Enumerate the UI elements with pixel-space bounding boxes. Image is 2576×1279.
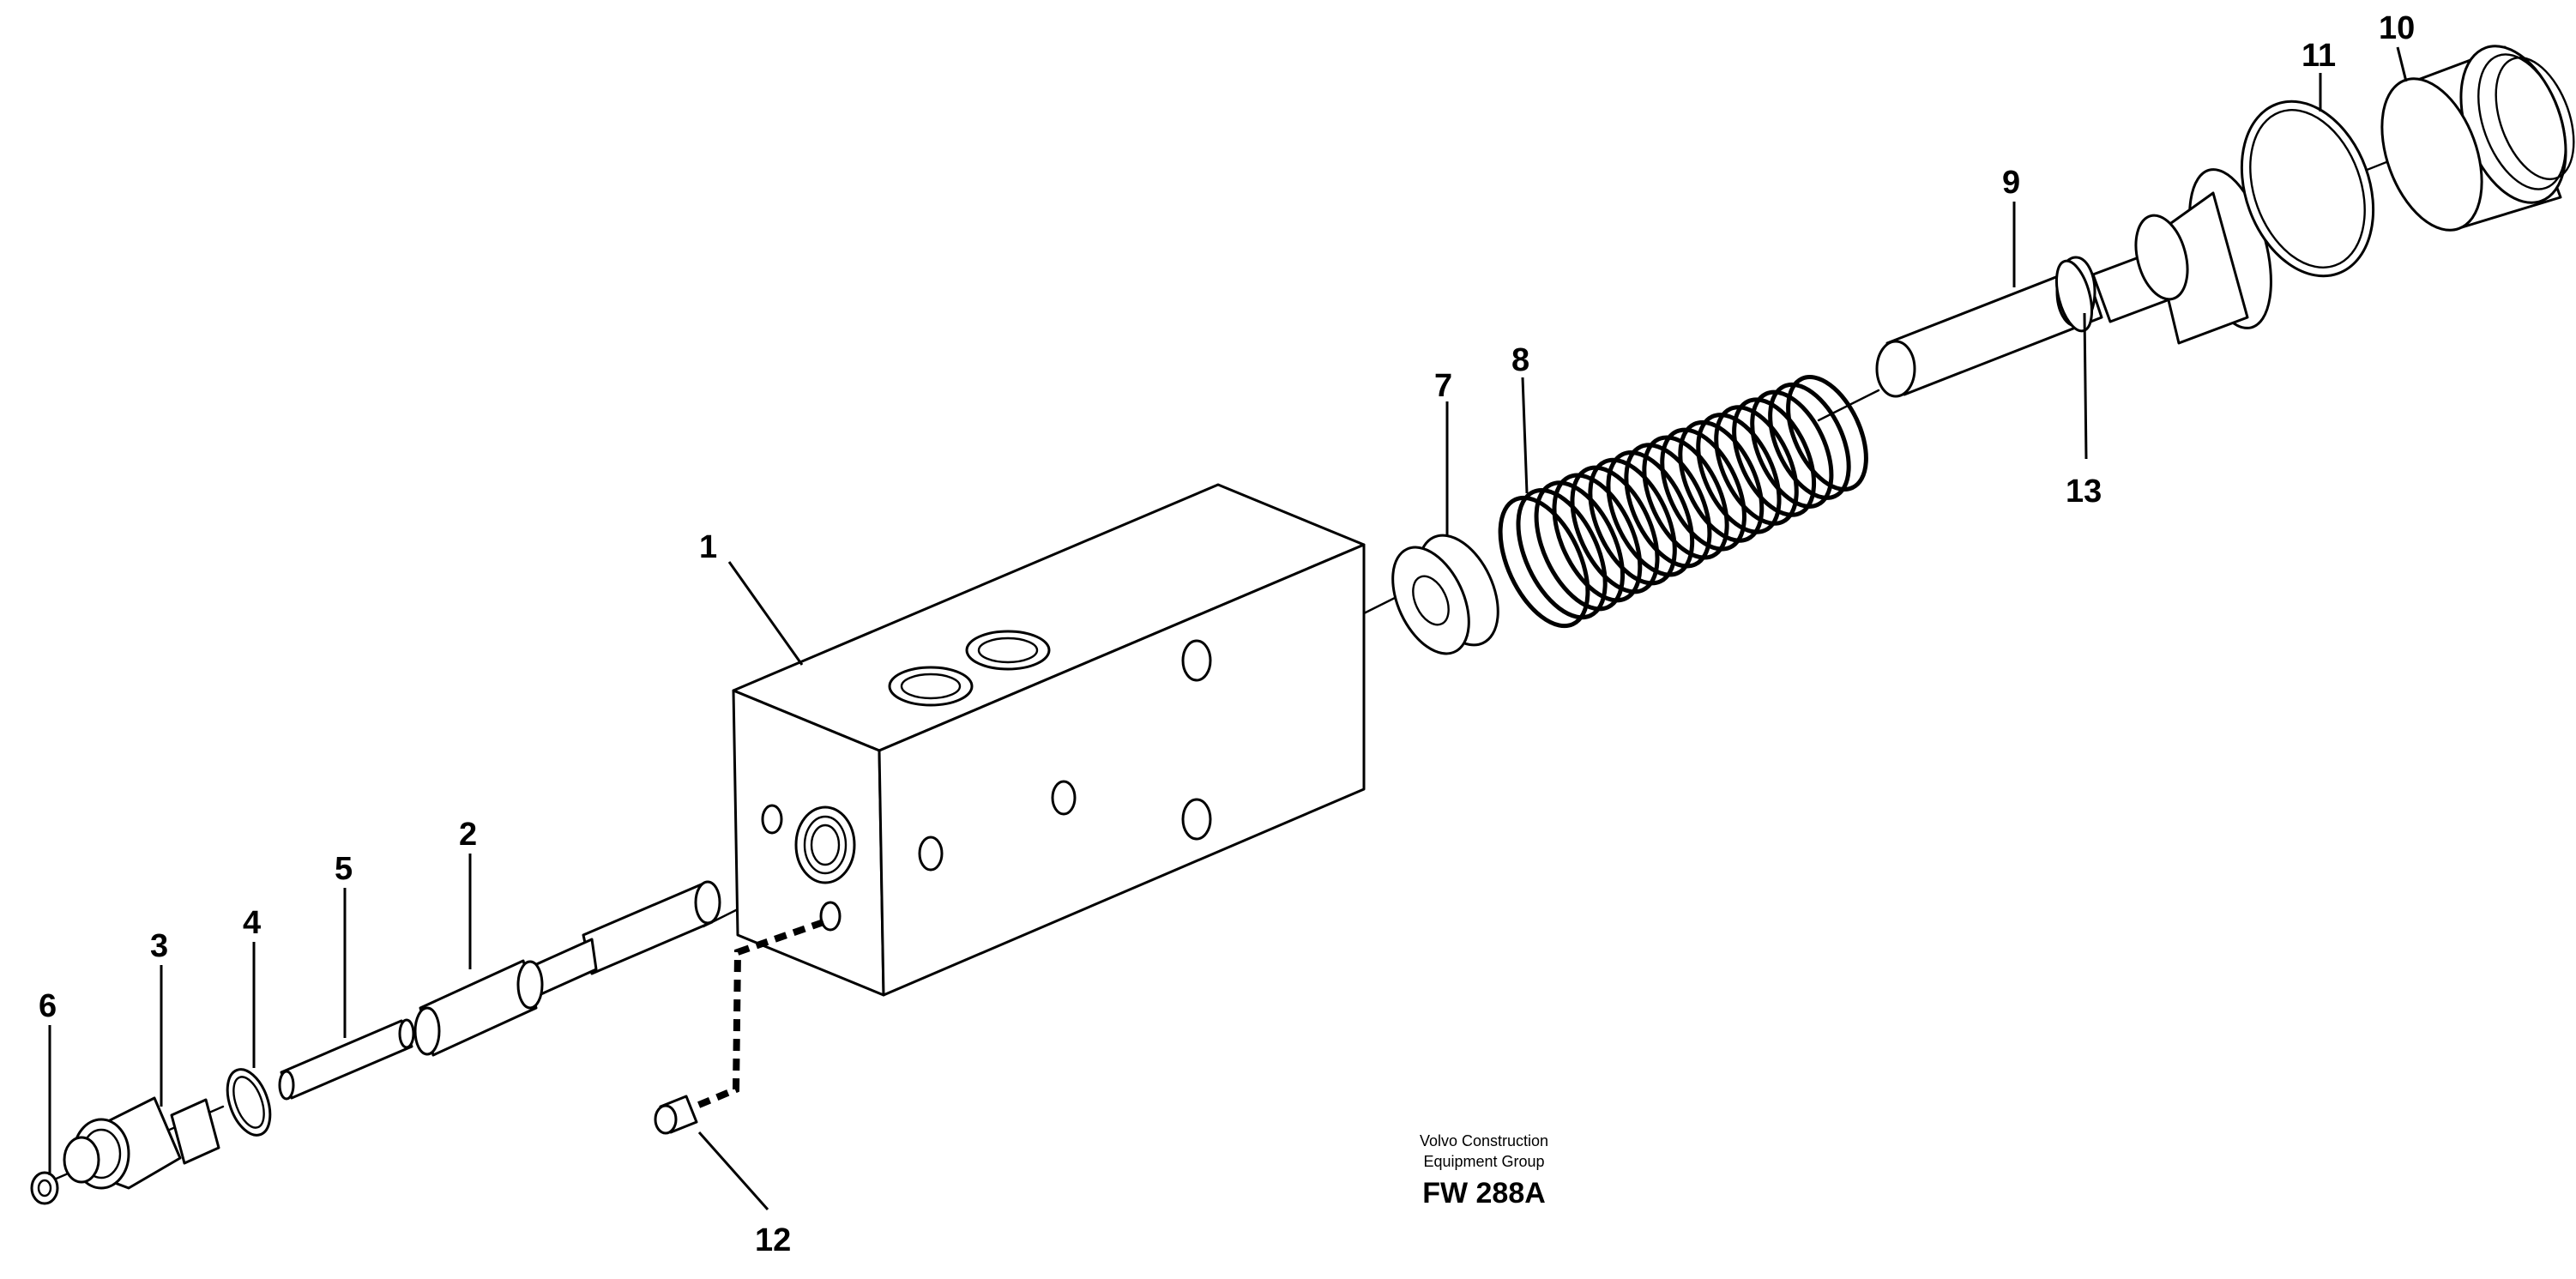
footer-line-2: Equipment Group [1423, 1153, 1544, 1170]
drawing-code: FW 288A [1422, 1177, 1546, 1210]
pin [278, 1018, 415, 1101]
leader-lines [48, 46, 2408, 1210]
small-seal [30, 1171, 59, 1205]
callout-5: 5 [335, 851, 353, 887]
spring-coil [1696, 413, 1782, 534]
end-cap [2380, 45, 2575, 232]
callout-labels: 1 2 3 4 5 6 7 8 9 13 11 10 12 [39, 10, 2415, 1258]
o-ring-small [226, 1068, 272, 1137]
spring-coil [1552, 473, 1643, 603]
callout-9: 9 [2002, 165, 2020, 201]
spring-coil [1714, 405, 1799, 526]
callout-12: 12 [755, 1222, 791, 1258]
callout-2: 2 [459, 817, 477, 853]
spring-coil [1786, 375, 1868, 492]
callout-8: 8 [1511, 342, 1529, 378]
spring-coil [1642, 435, 1729, 560]
callout-13: 13 [2066, 474, 2102, 510]
dowel-plug [654, 919, 825, 1135]
callout-1: 1 [699, 529, 717, 565]
callout-11: 11 [2302, 38, 2336, 74]
spring-coil [1678, 419, 1765, 543]
spring-coil [1516, 488, 1608, 620]
spring-coil [1606, 450, 1695, 577]
spring-coil [1534, 480, 1626, 612]
callout-10: 10 [2379, 10, 2415, 46]
spring-seat [1391, 534, 1499, 655]
footer-line-1: Volvo Construction [1420, 1132, 1548, 1149]
spring-coil [1588, 457, 1677, 586]
hex-plug [63, 1096, 220, 1190]
spring-coil [1624, 443, 1712, 569]
spring-coil [1498, 495, 1590, 629]
callout-7: 7 [1434, 368, 1452, 404]
callout-6: 6 [39, 988, 57, 1024]
callout-4: 4 [243, 905, 261, 941]
spring [1498, 375, 1868, 629]
spring-coil [1660, 427, 1746, 552]
callout-3: 3 [150, 928, 168, 964]
spool [413, 880, 721, 1057]
spring-coil [1768, 382, 1851, 500]
spring-coil [1750, 389, 1834, 509]
spring-coil [1732, 397, 1817, 517]
footer-credit: Volvo Construction Equipment Group FW 28… [1420, 1132, 1548, 1210]
valve-housing [732, 483, 1366, 997]
spring-coil [1570, 465, 1660, 594]
o-ring-large [2240, 100, 2375, 278]
